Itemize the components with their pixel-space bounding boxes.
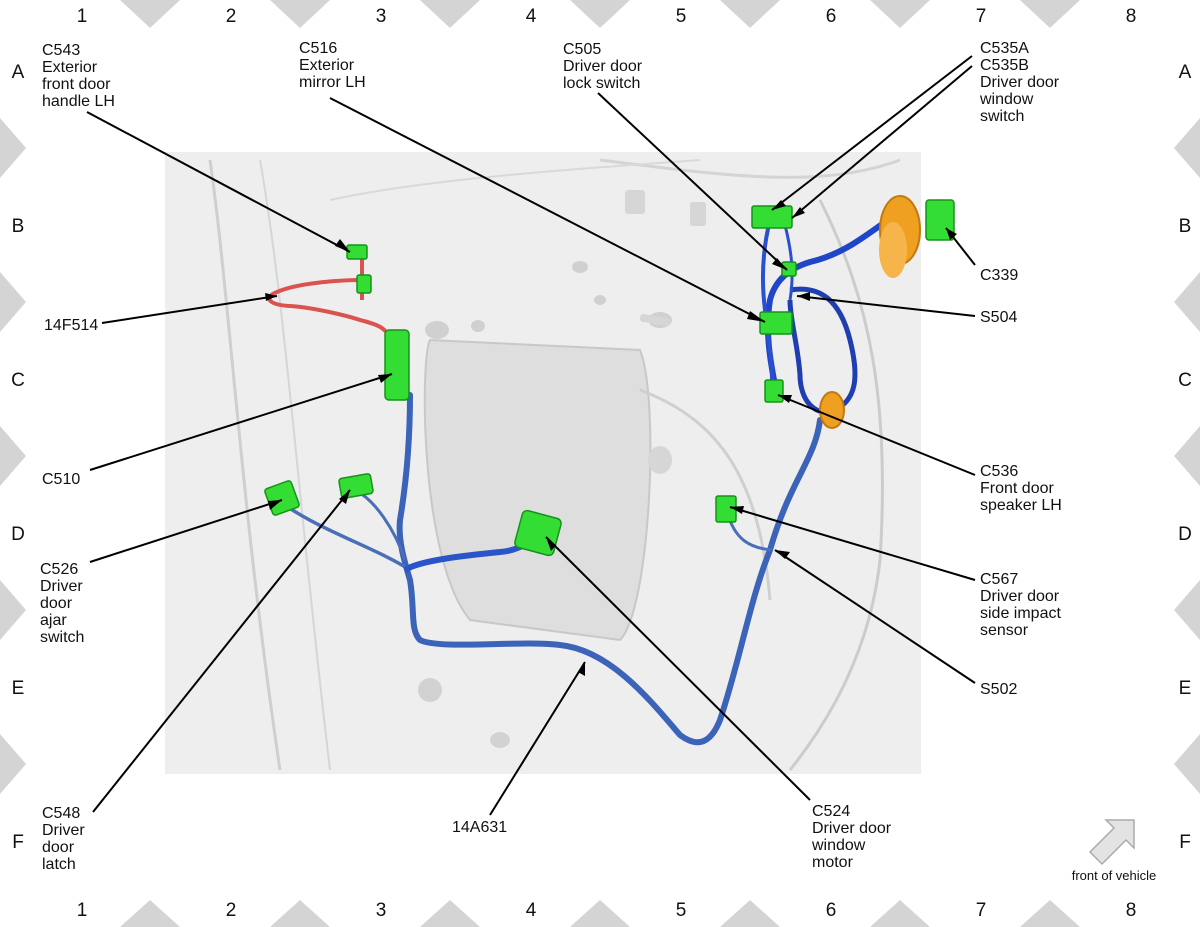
row-right-a: A: [1179, 62, 1192, 83]
row-left-e: E: [12, 678, 25, 699]
col-bottom-2: 2: [226, 900, 237, 921]
grommet-lower: [819, 391, 845, 429]
label-c535: C535A C535B Driver door window switch: [979, 40, 1064, 125]
leader-lines: [86, 55, 976, 816]
col-bottom-7: 7: [976, 900, 987, 921]
label-c510: C510: [42, 471, 80, 488]
label-c548: C548 Driver door latch: [42, 805, 89, 873]
row-left-d: D: [11, 524, 25, 545]
label-c526: C526 Driver door ajar switch: [40, 561, 87, 646]
connector-c543: [346, 244, 368, 260]
label-c339: C339: [980, 267, 1018, 284]
col-top-3: 3: [376, 6, 387, 27]
row-left-c: C: [11, 370, 25, 391]
label-14f514: 14F514: [44, 317, 98, 334]
connector-c505: [781, 261, 797, 277]
col-bottom-1: 1: [77, 900, 88, 921]
row-right-c: C: [1178, 370, 1192, 391]
col-top-4: 4: [526, 6, 537, 27]
col-top-6: 6: [826, 6, 837, 27]
col-bottom-3: 3: [376, 900, 387, 921]
label-c505: C505 Driver door lock switch: [563, 41, 647, 92]
connector-c516: [759, 311, 793, 335]
label-c536: C536 Front door speaker LH: [980, 463, 1062, 514]
grid-row-labels: A B C D E F A B C D E F: [11, 62, 1192, 853]
row-left-a: A: [12, 62, 25, 83]
col-top-7: 7: [976, 6, 987, 27]
callout-labels: C543 Exterior front door handle LH C516 …: [40, 40, 1065, 873]
row-left-f: F: [12, 832, 24, 853]
col-bottom-5: 5: [676, 900, 687, 921]
label-s502: S502: [980, 681, 1017, 698]
label-c543: C543 Exterior front door handle LH: [42, 42, 115, 110]
connector-c536: [764, 379, 784, 403]
label-s504: S504: [980, 309, 1017, 326]
label-14a631: 14A631: [452, 819, 507, 836]
col-top-8: 8: [1126, 6, 1137, 27]
row-right-e: E: [1179, 678, 1192, 699]
connector-c510: [384, 329, 410, 401]
door-panel: [165, 152, 921, 774]
row-right-b: B: [1179, 216, 1192, 237]
col-top-5: 5: [676, 6, 687, 27]
label-c516: C516 Exterior mirror LH: [299, 40, 366, 91]
col-bottom-4: 4: [526, 900, 537, 921]
col-bottom-6: 6: [826, 900, 837, 921]
connector-c567: [715, 495, 737, 523]
front-of-vehicle-indicator: front of vehicle: [1072, 819, 1157, 883]
col-top-1: 1: [77, 6, 88, 27]
row-right-f: F: [1179, 832, 1191, 853]
label-c567: C567 Driver door side impact sensor: [980, 571, 1065, 639]
col-bottom-8: 8: [1126, 900, 1137, 921]
label-c524: C524 Driver door window motor: [811, 803, 896, 871]
col-top-2: 2: [226, 6, 237, 27]
row-right-d: D: [1178, 524, 1192, 545]
front-of-vehicle-label: front of vehicle: [1072, 868, 1157, 883]
grid-column-labels: 1 2 3 4 5 6 7 8 1 2 3 4 5 6 7 8: [77, 6, 1137, 921]
arrow-up-right-icon: [1088, 819, 1135, 866]
row-left-b: B: [12, 216, 25, 237]
